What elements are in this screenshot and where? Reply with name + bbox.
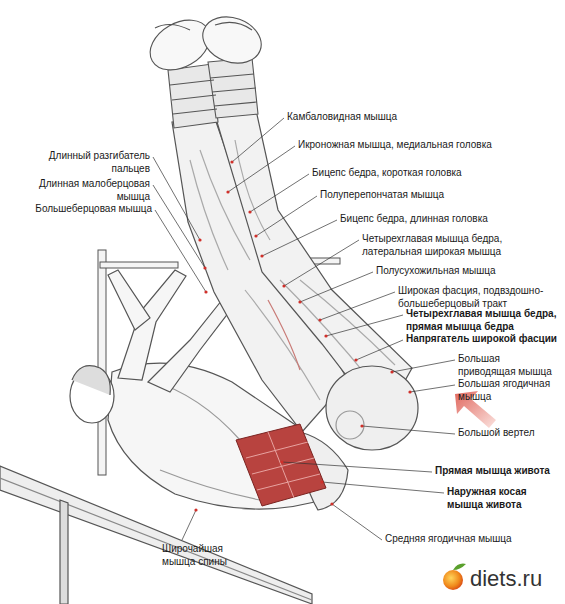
muscle-label: Икроножная мышца, медиальная головка (298, 138, 518, 151)
leader-dot (298, 300, 301, 303)
leader-dot (318, 318, 321, 321)
muscle-label: Прямая мышца живота (435, 464, 560, 477)
muscle-label: Бицепс бедра, короткая головка (312, 166, 512, 179)
leader-line (250, 174, 309, 212)
head (70, 366, 114, 423)
muscle-label: Четырехглавая мышца бедра, прямая мышца … (406, 307, 561, 333)
leader-dot (194, 508, 197, 511)
leader-dot (226, 190, 229, 193)
leader-dot (248, 210, 251, 213)
muscle-label: Наружная косая мышца живота (447, 485, 562, 511)
muscle-label: Четырехглавая мышца бедра, латеральная ш… (362, 232, 558, 258)
abdominals (236, 424, 326, 506)
leader-line (300, 272, 373, 302)
leader-line (153, 185, 205, 268)
leader-line (362, 426, 455, 434)
leader-dot (324, 334, 327, 337)
leader-dot (282, 284, 285, 287)
muscle-label: Большая приводящая мышца (458, 352, 558, 378)
leader-line (155, 210, 206, 292)
leader-line (153, 157, 200, 240)
leader-line (356, 340, 403, 360)
leader-dot (408, 390, 411, 393)
leader-dot (254, 234, 257, 237)
leader-dot (360, 424, 363, 427)
muscle-label: Камбаловидная мышца (287, 110, 487, 123)
leader-dot (204, 290, 207, 293)
muscle-label: Большеберцовая мышца (8, 202, 152, 215)
leader-line (284, 240, 359, 286)
leader-dot (354, 358, 357, 361)
logo-icon (443, 564, 466, 590)
leader-line (326, 315, 403, 336)
leader-line (228, 146, 295, 192)
leader-dot (260, 254, 263, 257)
muscle-label: Длинная малоберцовая мышца (8, 177, 150, 203)
leader-dot (320, 480, 323, 483)
socks-shoes (141, 9, 267, 128)
leader-line (262, 220, 337, 256)
leader-line (320, 292, 395, 320)
leader-dot (230, 160, 233, 163)
watermark: diets.ru (470, 566, 560, 592)
muscle-label: Бицепс бедра, длинная головка (340, 212, 540, 225)
muscle-label: Напрягатель широкой фасции (406, 332, 561, 345)
muscle-label: Полусухожильная мышца (376, 264, 556, 277)
muscle-label: Большой вертел (458, 426, 558, 439)
leader-dot (203, 266, 206, 269)
leader-line (182, 510, 196, 540)
leader-dot (198, 238, 201, 241)
leader-line (256, 196, 317, 236)
muscle-label: Широкая фасция, подвздошно-большеберцовы… (398, 284, 553, 310)
muscle-label: Большая ягодичная мышца (458, 377, 558, 403)
leader-line (332, 504, 382, 540)
leader-line (410, 385, 455, 392)
muscle-label: Длинный разгибатель пальцев (8, 149, 150, 175)
leader-dot (390, 370, 393, 373)
muscle-label: Средняя ягодичная мышца (385, 532, 555, 545)
muscle-label: Полуперепончатая мышца (320, 188, 520, 201)
leader-dot (330, 502, 333, 505)
leader-line (282, 462, 432, 472)
leader-line (232, 118, 284, 162)
muscle-label: Широчайшая мышца спины (162, 542, 232, 568)
leader-dot (280, 460, 283, 463)
leader-line (392, 360, 455, 372)
leader-line (322, 482, 444, 493)
